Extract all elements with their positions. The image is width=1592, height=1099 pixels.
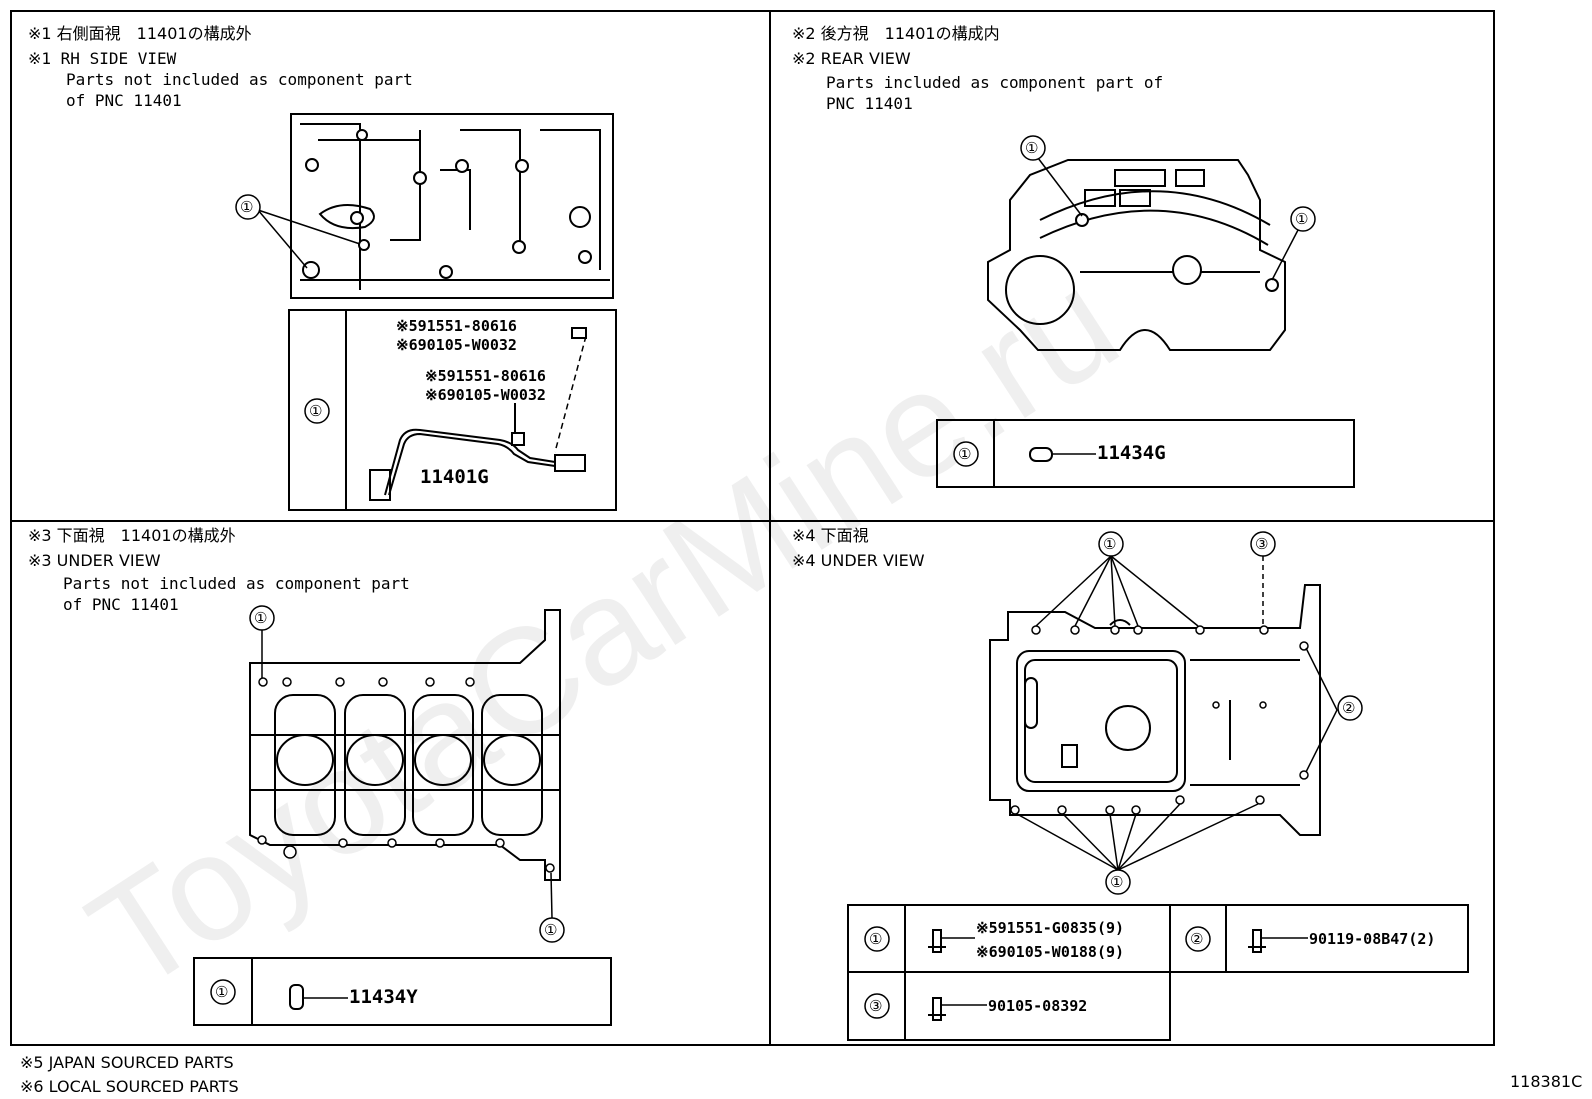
footer-note-local: ※6 LOCAL SOURCED PARTS <box>20 1077 239 1096</box>
q4-title-jp: ※4 下面視 <box>792 526 869 545</box>
q1-part-1: ※591551-80616 <box>396 317 517 335</box>
q4-row1-part-b: ※690105-W0188(9) <box>976 943 1125 961</box>
footer-note-japan: ※5 JAPAN SOURCED PARTS <box>20 1053 234 1072</box>
diagram-frame <box>10 10 1495 1046</box>
q2-callout-b: ① <box>1295 210 1309 228</box>
q4-callout-top-3: ③ <box>1255 535 1269 553</box>
q3-callout-b: ① <box>544 921 558 939</box>
q1-desc-line1: Parts not included as component part <box>66 70 413 89</box>
q2-title-en: ※2 REAR VIEW <box>792 49 911 68</box>
q1-table-key: ① <box>309 402 323 420</box>
q3-desc-line1: Parts not included as component part <box>63 574 410 593</box>
q2-desc-line1: Parts included as component part of <box>826 73 1164 92</box>
q4-row1-part-a: ※591551-G0835(9) <box>976 919 1125 937</box>
q1-desc-line2: of PNC 11401 <box>66 91 182 110</box>
q4-row2-part: 90119-08B47(2) <box>1309 930 1436 948</box>
q4-callout-top-1: ① <box>1103 535 1117 553</box>
q2-title-jp: ※2 後方視 11401の構成内 <box>792 24 1000 43</box>
q1-part-3: ※591551-80616 <box>425 367 546 385</box>
q4-title-en: ※4 UNDER VIEW <box>792 551 925 570</box>
q1-title-jp: ※1 右側面視 11401の構成外 <box>28 24 252 43</box>
frame-divider-horizontal <box>10 520 1495 522</box>
q3-callout-a: ① <box>254 609 268 627</box>
q4-callout-right-2: ② <box>1342 699 1356 717</box>
q1-part-2: ※690105-W0032 <box>396 336 517 354</box>
frame-divider-vertical <box>769 10 771 1046</box>
q2-part-11434G: 11434G <box>1097 442 1166 464</box>
q2-table-key: ① <box>958 445 972 463</box>
q3-table-key: ① <box>215 983 229 1001</box>
q1-part-4: ※690105-W0032 <box>425 386 546 404</box>
q2-desc-line2: PNC 11401 <box>826 94 913 113</box>
q3-part-11434Y: 11434Y <box>349 986 418 1008</box>
q1-assembly-label: 11401G <box>420 466 489 488</box>
q3-desc-line2: of PNC 11401 <box>63 595 179 614</box>
q4-callout-bottom-1: ① <box>1110 873 1124 891</box>
q3-title-en: ※3 UNDER VIEW <box>28 551 161 570</box>
figure-code: 118381C <box>1510 1072 1583 1091</box>
q1-callout-1: ① <box>240 198 254 216</box>
q3-title-jp: ※3 下面視 11401の構成外 <box>28 526 236 545</box>
q4-row2-key: ② <box>1190 930 1204 948</box>
q2-callout-a: ① <box>1025 139 1039 157</box>
q4-row1-key: ① <box>869 930 883 948</box>
q4-row3-key: ③ <box>869 997 883 1015</box>
q1-title-en: ※1 RH SIDE VIEW <box>28 49 177 68</box>
q4-row3-part: 90105-08392 <box>988 997 1088 1015</box>
